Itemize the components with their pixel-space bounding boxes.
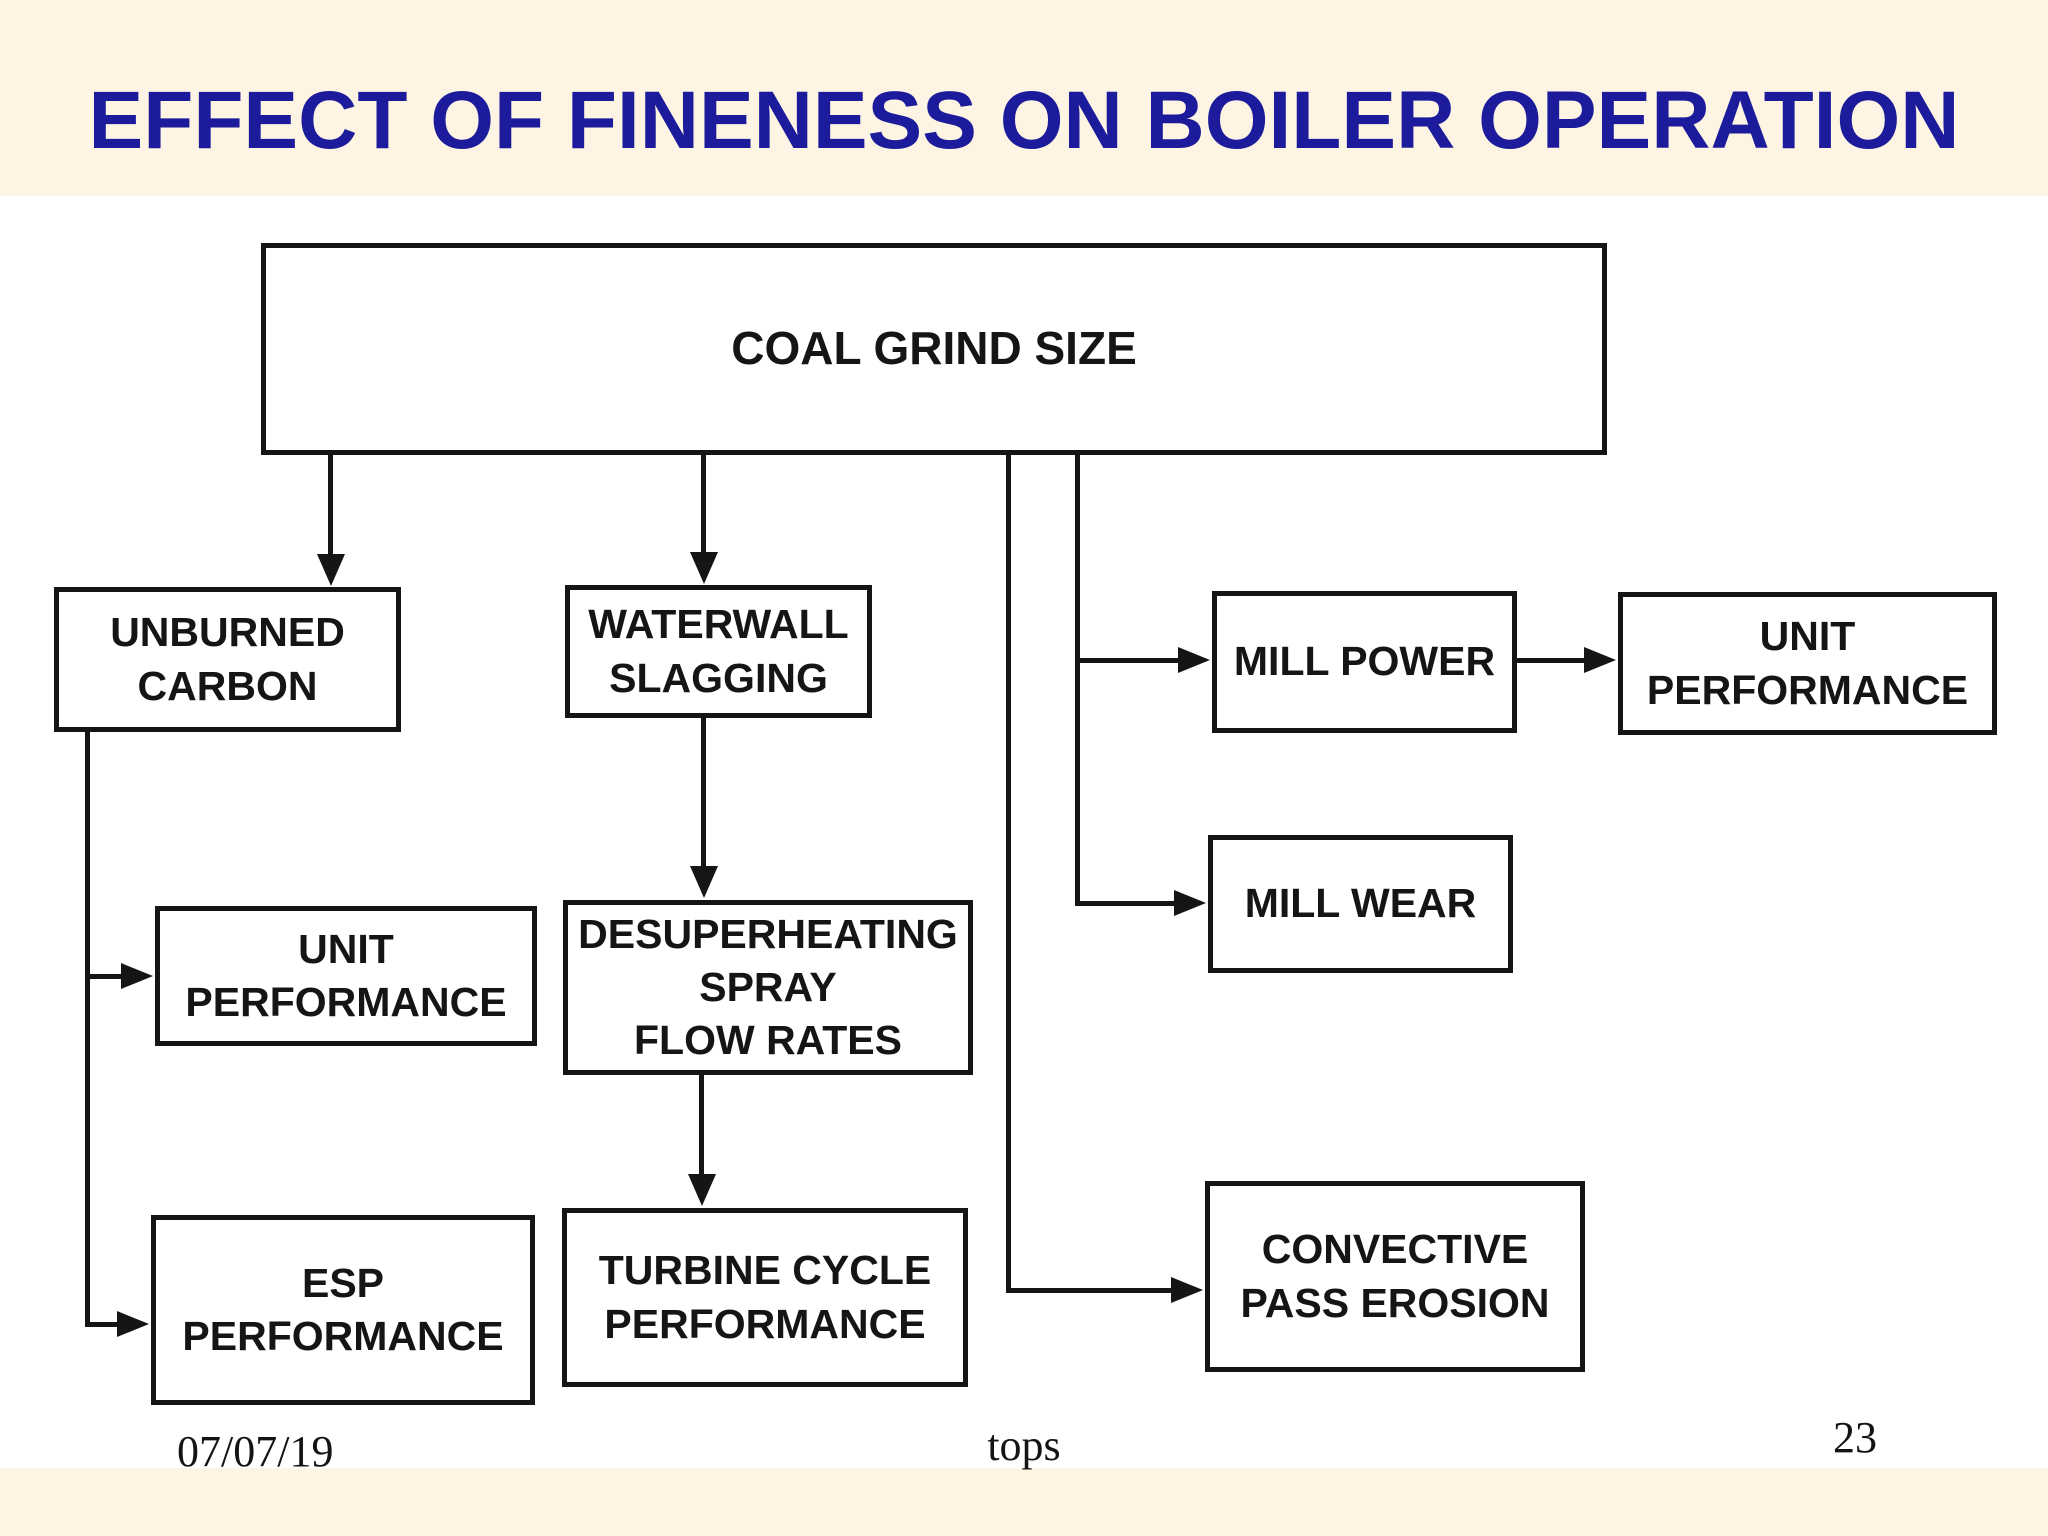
arrowhead-down-icon: [317, 554, 345, 586]
node-waterwall-slagging: WATERWALL SLAGGING: [565, 585, 872, 718]
slide-title: EFFECT OF FINENESS ON BOILER OPERATION: [88, 75, 1960, 166]
node-label: DESUPERHEATING SPRAY FLOW RATES: [578, 910, 958, 1064]
node-unit-performance-right: UNIT PERFORMANCE: [1618, 592, 1997, 735]
node-label: UNBURNED CARBON: [110, 609, 345, 709]
arrowhead-down-icon: [688, 1174, 716, 1206]
node-label: MILL WEAR: [1244, 880, 1477, 927]
node-label: WATERWALL SLAGGING: [588, 601, 849, 701]
connector-unburned-carbon-branch: [85, 732, 90, 1327]
node-label: TURBINE CYCLE PERFORMANCE: [598, 1247, 932, 1347]
node-coal-grind-size: COAL GRIND SIZE: [261, 243, 1607, 455]
footer-page-number: 23: [1833, 1413, 1877, 1462]
node-label: COAL GRIND SIZE: [731, 322, 1137, 375]
connector-coal-to-waterwall: [701, 455, 706, 556]
connector-mill-power-to-unit-performance: [1517, 658, 1586, 663]
connector-branch-to-esp-performance: [85, 1322, 119, 1327]
node-label: MILL POWER: [1233, 638, 1496, 685]
connector-desuperheating-to-turbine: [699, 1075, 704, 1176]
node-convective-pass-erosion: CONVECTIVE PASS EROSION: [1205, 1181, 1585, 1372]
connector-coal-to-unburned-carbon: [328, 455, 333, 558]
node-label: UNIT PERFORMANCE: [185, 925, 507, 1025]
arrowhead-right-icon: [1171, 1277, 1203, 1303]
node-esp-performance: ESP PERFORMANCE: [151, 1215, 535, 1405]
arrowhead-right-icon: [121, 963, 153, 989]
connector-coal-to-mill-branch: [1075, 455, 1080, 906]
arrowhead-down-icon: [690, 552, 718, 584]
node-turbine-cycle-performance: TURBINE CYCLE PERFORMANCE: [562, 1208, 968, 1387]
node-mill-wear: MILL WEAR: [1208, 835, 1513, 973]
connector-waterwall-to-desuperheating: [701, 718, 706, 868]
arrowhead-right-icon: [1178, 647, 1210, 673]
arrowhead-down-icon: [690, 866, 718, 898]
connector-coal-to-convective-branch: [1006, 455, 1011, 1293]
node-unburned-carbon: UNBURNED CARBON: [54, 587, 401, 732]
node-label: UNIT PERFORMANCE: [1646, 613, 1969, 713]
footer-date: 07/07/19: [177, 1427, 334, 1476]
arrowhead-right-icon: [117, 1311, 149, 1337]
node-desuperheating-spray-flow-rates: DESUPERHEATING SPRAY FLOW RATES: [563, 900, 973, 1075]
node-unit-performance-left: UNIT PERFORMANCE: [155, 906, 537, 1046]
footer-author: tops: [987, 1421, 1061, 1470]
connector-branch-to-convective-pass: [1006, 1288, 1173, 1293]
node-label: CONVECTIVE PASS EROSION: [1240, 1226, 1550, 1326]
connector-branch-to-mill-power: [1075, 658, 1180, 663]
arrowhead-right-icon: [1174, 890, 1206, 916]
node-label: ESP PERFORMANCE: [182, 1259, 504, 1359]
node-mill-power: MILL POWER: [1212, 591, 1517, 733]
arrowhead-right-icon: [1584, 647, 1616, 673]
connector-branch-to-mill-wear: [1075, 901, 1176, 906]
connector-branch-to-unit-performance-left: [85, 974, 123, 979]
